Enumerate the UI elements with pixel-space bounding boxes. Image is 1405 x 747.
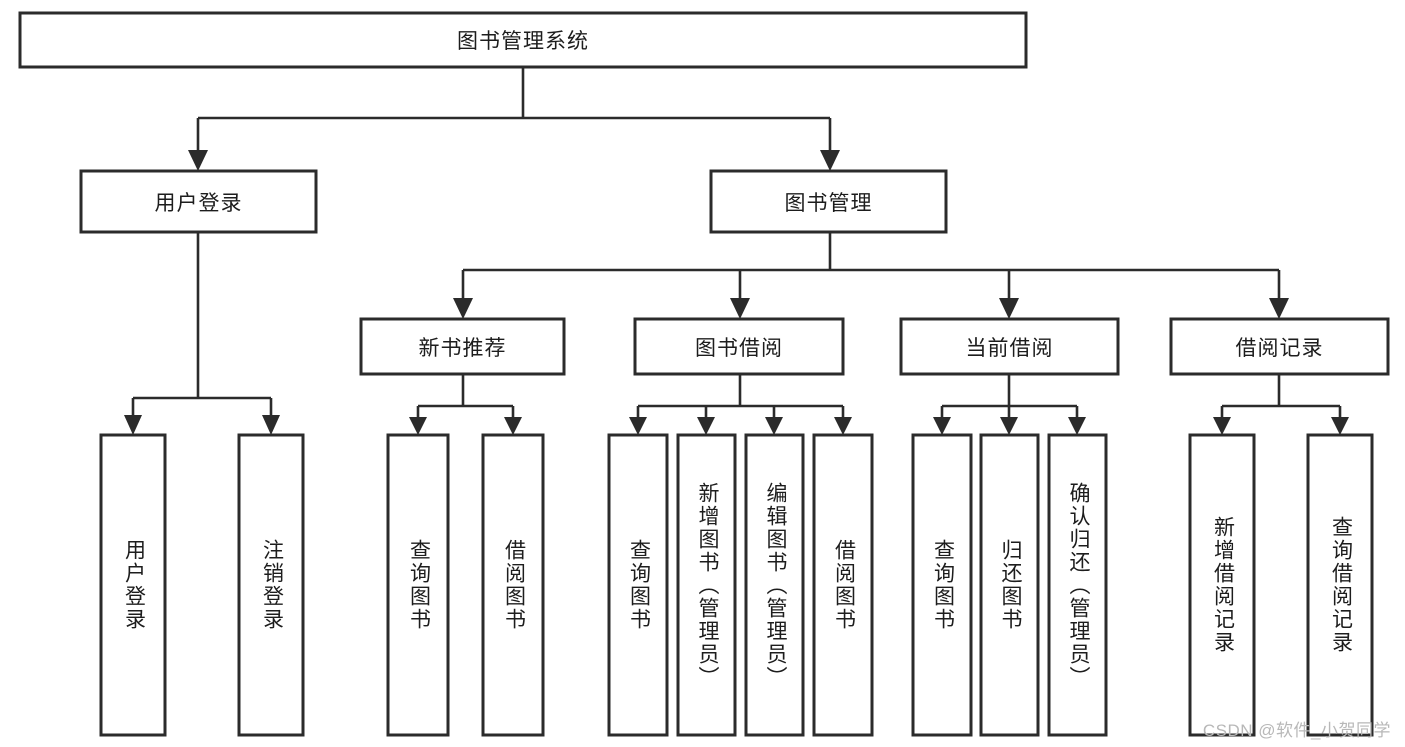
connectors-book-management-to-level3 [453,232,1289,319]
leaf-box-leaf-logout[interactable] [237,433,305,737]
leaf-box-leaf-user-login[interactable] [99,433,167,737]
arrowhead-leaf-query-book-1 [409,417,427,435]
node-box-borrow-record[interactable] [1169,317,1390,376]
arrowhead-leaf-query-book-2 [629,417,647,435]
arrowhead-leaf-edit-book [765,417,783,435]
node-box-book-management[interactable] [709,169,948,234]
leaf-box-leaf-query-book-1[interactable] [386,433,450,737]
arrowhead-leaf-borrow-book-2 [834,417,852,435]
connectors-user-login-to-leaves [124,232,280,435]
arrowhead-current-borrow [999,298,1019,319]
node-box-new-book-recommend[interactable] [359,317,566,376]
connectors-new-book-recommend-to-leaves [409,374,522,435]
connectors-book-borrow-to-leaves [629,374,852,435]
leaf-box-leaf-query-book-3[interactable] [911,433,973,737]
arrowhead-leaf-add-book [697,417,715,435]
leaf-box-leaf-query-book-2[interactable] [607,433,669,737]
arrowhead-book-borrow [730,298,750,319]
arrowhead-leaf-query-book-3 [933,417,951,435]
arrowhead-leaf-borrow-book-1 [504,417,522,435]
leaf-box-leaf-confirm-return[interactable] [1047,433,1108,737]
arrowhead-leaf-logout [262,415,280,435]
leaf-box-leaf-add-record[interactable] [1188,433,1256,737]
leaf-box-leaf-edit-book[interactable] [744,433,805,737]
arrowhead-book-management [820,150,840,171]
watermark-text: CSDN @软件_小贺同学 [1202,721,1391,740]
arrowhead-user-login [188,150,208,171]
connectors-root-to-level2 [188,67,840,171]
arrowhead-leaf-add-record [1213,417,1231,435]
arrowhead-leaf-return-book [1000,417,1018,435]
arrowhead-borrow-record [1269,298,1289,319]
arrowhead-leaf-confirm-return [1068,417,1086,435]
leaf-box-leaf-query-record[interactable] [1306,433,1374,737]
node-box-root[interactable] [18,11,1028,69]
arrowhead-leaf-user-login [124,415,142,435]
leaf-box-leaf-return-book[interactable] [979,433,1040,737]
leaf-box-leaf-borrow-book-1[interactable] [481,433,545,737]
connectors-borrow-record-to-leaves [1213,374,1349,435]
node-box-book-borrow[interactable] [633,317,845,376]
leaf-box-leaf-borrow-book-2[interactable] [812,433,874,737]
leaf-box-leaf-add-book[interactable] [676,433,737,737]
arrowhead-new-book-recommend [453,298,473,319]
connectors-current-borrow-to-leaves [933,374,1086,435]
node-box-user-login[interactable] [79,169,318,234]
arrowhead-leaf-query-record [1331,417,1349,435]
node-box-current-borrow[interactable] [899,317,1120,376]
